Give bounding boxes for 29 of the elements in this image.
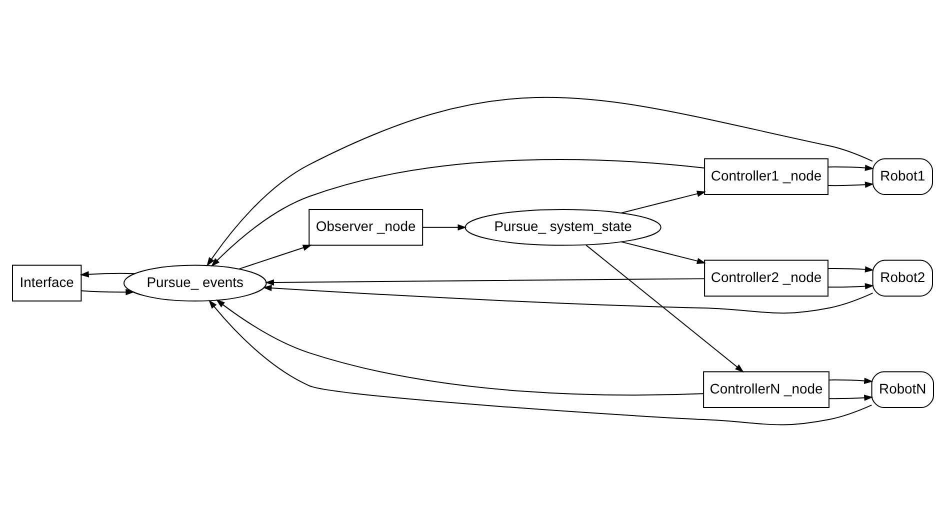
node-box: Controller2 _node bbox=[704, 260, 828, 297]
arrow bbox=[262, 284, 874, 314]
node-ellipse: Pursue_ system_state bbox=[464, 208, 662, 246]
node-box: Interface bbox=[12, 264, 82, 302]
arrow bbox=[620, 241, 706, 264]
node-ellipse: Pursue_ events bbox=[123, 264, 267, 302]
arrow bbox=[216, 299, 704, 396]
arrow bbox=[828, 182, 874, 188]
node-box: Controller1 _node bbox=[704, 158, 828, 196]
arrow bbox=[80, 271, 136, 278]
arrow bbox=[828, 283, 874, 290]
arrow bbox=[238, 244, 312, 270]
node-box: Robot2 bbox=[872, 260, 933, 297]
node-box: Robot1 bbox=[872, 158, 933, 196]
arrow bbox=[586, 244, 744, 372]
arrow bbox=[422, 224, 467, 231]
arrow bbox=[828, 266, 874, 273]
arrow bbox=[208, 300, 872, 426]
node-box: Observer _node bbox=[308, 208, 424, 246]
arrow bbox=[828, 378, 874, 384]
arrow bbox=[206, 97, 873, 266]
arrow bbox=[620, 190, 706, 214]
node-box: ControllerN _node bbox=[703, 371, 830, 408]
arrow bbox=[80, 288, 135, 296]
arrow bbox=[265, 278, 705, 286]
node-box: RobotN bbox=[871, 371, 934, 408]
arrow bbox=[828, 164, 874, 171]
arrow bbox=[828, 394, 874, 401]
arrow bbox=[211, 159, 705, 267]
